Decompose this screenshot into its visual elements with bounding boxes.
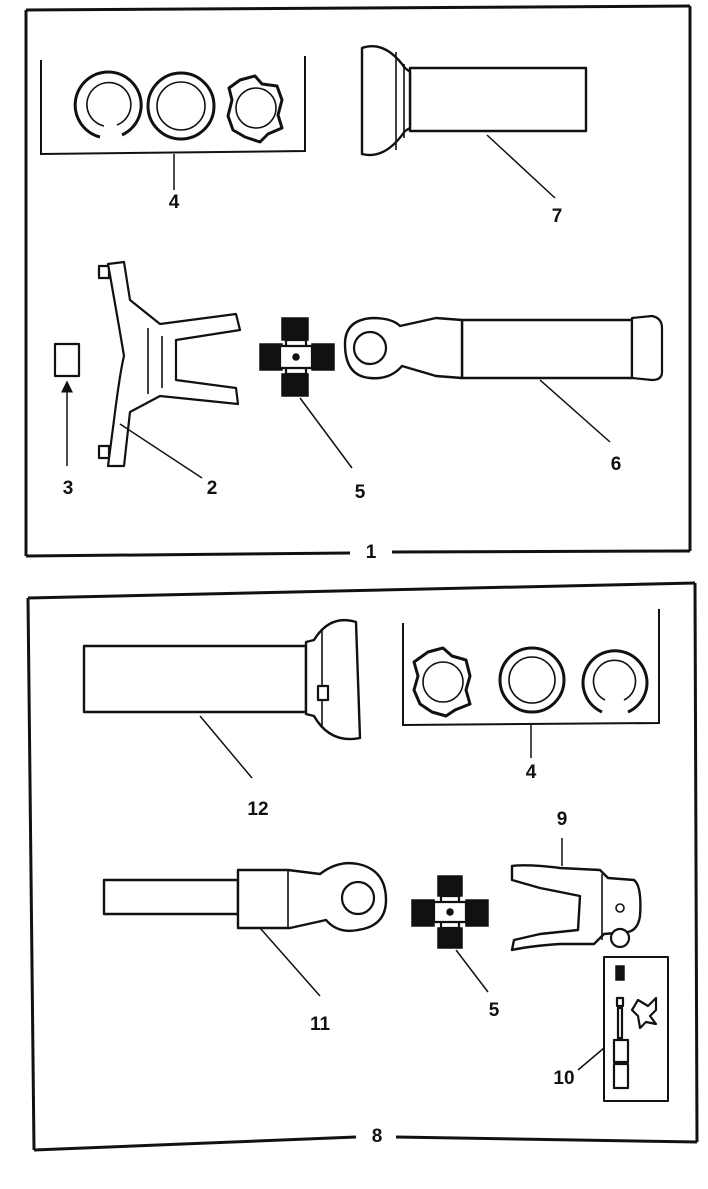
callout-bottom-rings: 4 <box>526 762 537 783</box>
rear-shaft-part <box>102 861 388 933</box>
leader-rear-shaft <box>259 927 321 997</box>
universal-joint-cross-top <box>259 317 335 397</box>
universal-joint-cross-bottom <box>411 875 489 949</box>
leader-hardware-kit <box>577 1047 605 1071</box>
leader-top-slip-yoke <box>486 134 556 199</box>
slip-yoke-top <box>360 45 588 157</box>
leader-bottom-bearing-kit <box>455 949 489 993</box>
callout-front-shaft: 6 <box>611 454 622 475</box>
leader-top-bearing-kit <box>299 397 353 469</box>
callout-flange-yoke: 2 <box>207 478 218 499</box>
grease-fitting-part <box>53 342 81 378</box>
callout-bottom-bearing-kit: 5 <box>489 1000 500 1021</box>
assembly-label-top: 1 <box>366 542 377 563</box>
retaining-rings-group-top <box>40 56 306 156</box>
leader-flange-yoke <box>119 423 203 479</box>
slip-yoke-bottom <box>82 618 362 741</box>
leader-front-shaft <box>539 379 611 443</box>
flange-yoke-part <box>97 260 242 468</box>
leader-bottom-slip-yoke <box>199 715 253 779</box>
assembly-frame-bottom: 8 <box>26 581 699 1152</box>
front-shaft-part <box>343 314 664 382</box>
callout-rear-shaft: 11 <box>310 1014 331 1035</box>
callout-bottom-slip-yoke: 12 <box>247 799 268 820</box>
retaining-rings-group-bottom <box>402 609 660 727</box>
callout-grease-fitting: 3 <box>63 478 74 499</box>
end-yoke-part <box>510 864 642 952</box>
callout-top-slip-yoke: 7 <box>552 206 563 227</box>
callout-hardware-kit: 10 <box>553 1068 574 1089</box>
assembly-label-bottom: 8 <box>372 1126 383 1147</box>
assembly-frame-top: 1 <box>24 4 692 563</box>
callout-end-yoke: 9 <box>557 809 568 830</box>
callout-top-rings: 4 <box>169 192 180 213</box>
hardware-kit-part <box>603 956 669 1102</box>
callout-top-bearing-kit: 5 <box>355 482 366 503</box>
